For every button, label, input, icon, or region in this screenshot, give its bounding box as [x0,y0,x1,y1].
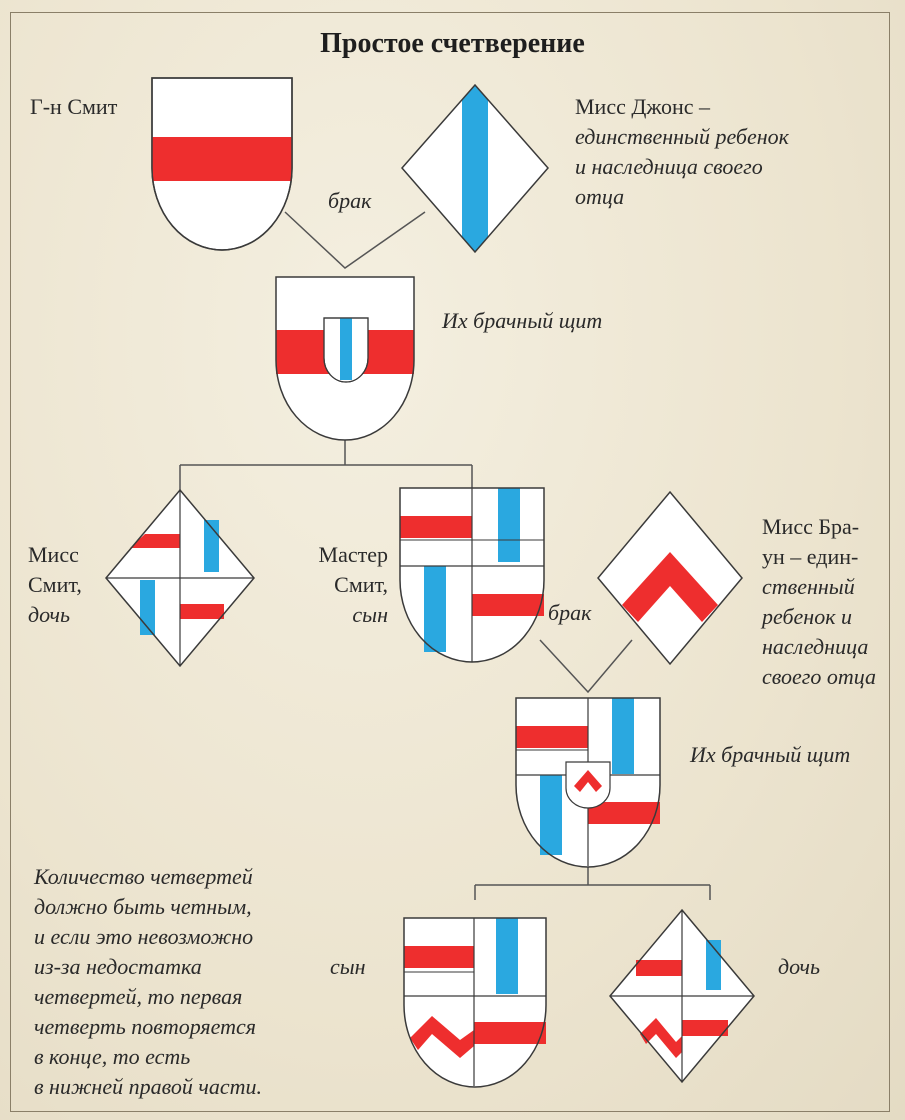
label-daughter: дочь [778,954,821,979]
marital-shield-1 [275,276,415,441]
brown-line-5: наследница [762,634,869,659]
label-son: сын [330,954,366,979]
note-line-6: четверть повторяется [34,1014,257,1039]
label-mr-smith: Г-н Смит [30,94,118,119]
label-miss-smith: Мисс Смит, дочь [28,540,82,630]
label-miss-jones: Мисс Джонс – единственный ребенок и насл… [575,92,789,212]
brown-line-3: ственный [762,574,855,599]
miss-smith-line-1: Мисс [28,542,79,567]
miss-smith-line-3: дочь [28,602,71,627]
page-frame [10,12,890,1112]
master-smith-line-1: Мастер [318,542,388,567]
note-line-1: Количество четвертей [34,864,253,889]
brown-line-6: своего отца [762,664,877,689]
master-smith-line-2: Смит, [334,572,388,597]
label-marriage-1: брак [328,188,372,213]
brown-line-1: Мисс Бра- [762,514,860,539]
master-smith-line-3: сын [352,602,388,627]
brown-line-4: ребенок и [762,604,853,629]
note-line-4: из-за недостатка [34,954,202,979]
jones-line-4: отца [575,184,625,209]
brown-lozenge [597,490,743,666]
daughter-lozenge [609,908,755,1084]
note-line-5: четвертей, то первая [34,984,243,1009]
quartering-note: Количество четвертей должно быть четным,… [34,862,262,1102]
jones-line-2: единственный ребенок [575,124,789,149]
label-master-smith: Мастер Смит, сын [296,540,388,630]
note-line-7: в конце, то есть [34,1044,191,1069]
label-marital-shield-2: Их брачный щит [690,742,851,767]
jones-line-1: Мисс Джонс – [575,94,711,119]
jones-line-3: и наследница своего [575,154,763,179]
label-miss-brown: Мисс Бра- ун – един- ственный ребенок и … [762,512,876,692]
jones-lozenge [401,83,549,254]
miss-smith-line-2: Смит, [28,572,82,597]
note-line-2: должно быть четным, [34,894,252,919]
connector-lines [179,211,711,900]
master-smith-shield [399,487,545,663]
diagram-title: Простое счетверение [320,28,585,59]
son-shield [403,917,547,1088]
note-line-3: и если это невозможно [34,924,254,949]
brown-line-2: ун – един- [762,544,859,569]
note-line-8: в нижней правой части. [34,1074,263,1099]
miss-smith-lozenge [105,488,255,668]
smith-shield [151,77,293,251]
label-marital-shield-1: Их брачный щит [442,308,603,333]
marital-shield-2 [515,697,661,868]
label-marriage-2: брак [548,600,592,625]
